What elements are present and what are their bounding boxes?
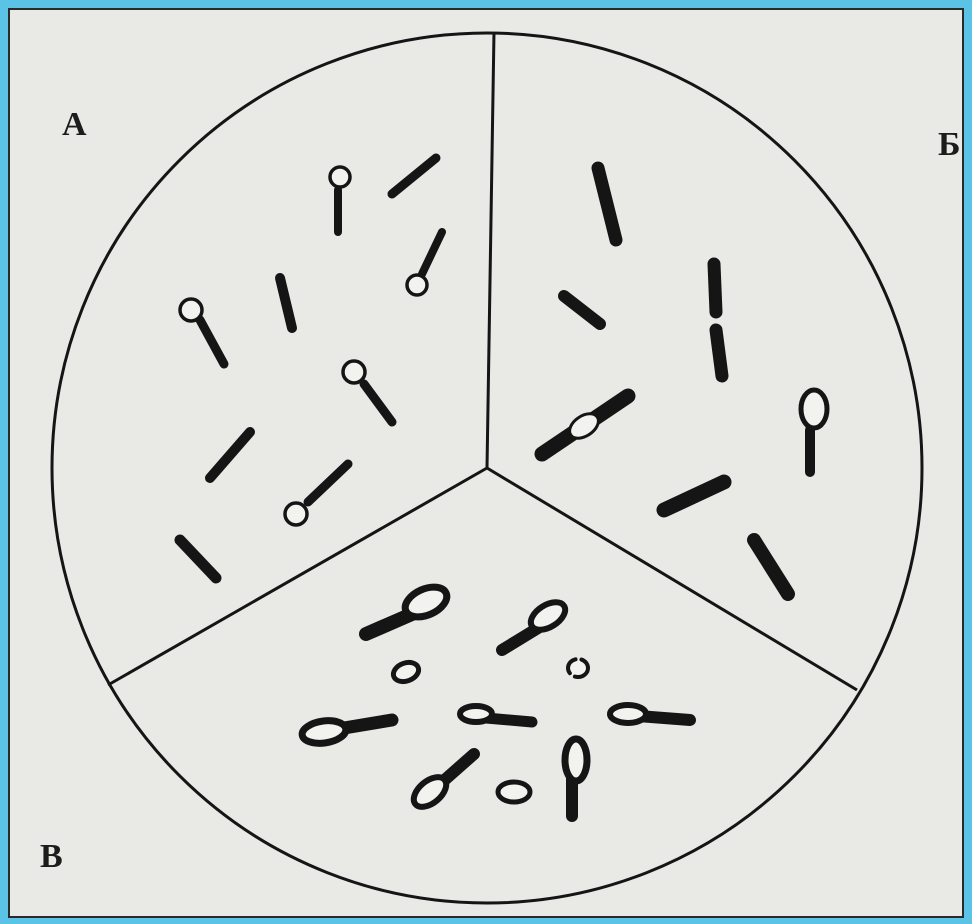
rod-with-spore <box>308 464 348 502</box>
rod <box>664 482 724 510</box>
sector-b <box>542 168 827 594</box>
rod-with-spore <box>366 614 412 634</box>
rod <box>716 330 722 376</box>
spore <box>526 597 570 636</box>
rod-with-spore <box>502 628 538 650</box>
spore <box>401 581 452 623</box>
spore <box>330 167 350 187</box>
free-spore <box>568 659 588 677</box>
rod <box>180 540 216 578</box>
spore <box>408 771 451 812</box>
free-spore <box>391 659 422 685</box>
spore <box>180 299 202 321</box>
spore <box>407 275 427 295</box>
divider-left <box>108 468 487 685</box>
sector-label-a: А <box>62 108 87 142</box>
spore <box>565 739 587 781</box>
bacteria-spores-diagram <box>10 10 962 916</box>
free-spore <box>498 782 530 802</box>
spore <box>301 718 348 746</box>
spore <box>610 705 646 723</box>
rod <box>598 168 616 240</box>
rod <box>210 432 250 478</box>
rod-with-spore <box>200 320 224 364</box>
figure-frame: А Б В <box>8 8 964 918</box>
spore <box>801 390 827 428</box>
sector-c <box>301 581 690 816</box>
rod <box>392 158 436 194</box>
sector-label-c: В <box>40 840 63 874</box>
spore <box>343 361 365 383</box>
sector-label-b: Б <box>938 128 960 162</box>
rod-with-spore <box>422 232 442 274</box>
divider-top <box>487 32 494 468</box>
rod <box>754 540 788 594</box>
spore <box>460 706 492 722</box>
rod-with-spore <box>364 384 392 422</box>
rod <box>280 278 292 328</box>
rod <box>714 264 716 312</box>
rod <box>564 296 600 324</box>
spore <box>285 503 307 525</box>
